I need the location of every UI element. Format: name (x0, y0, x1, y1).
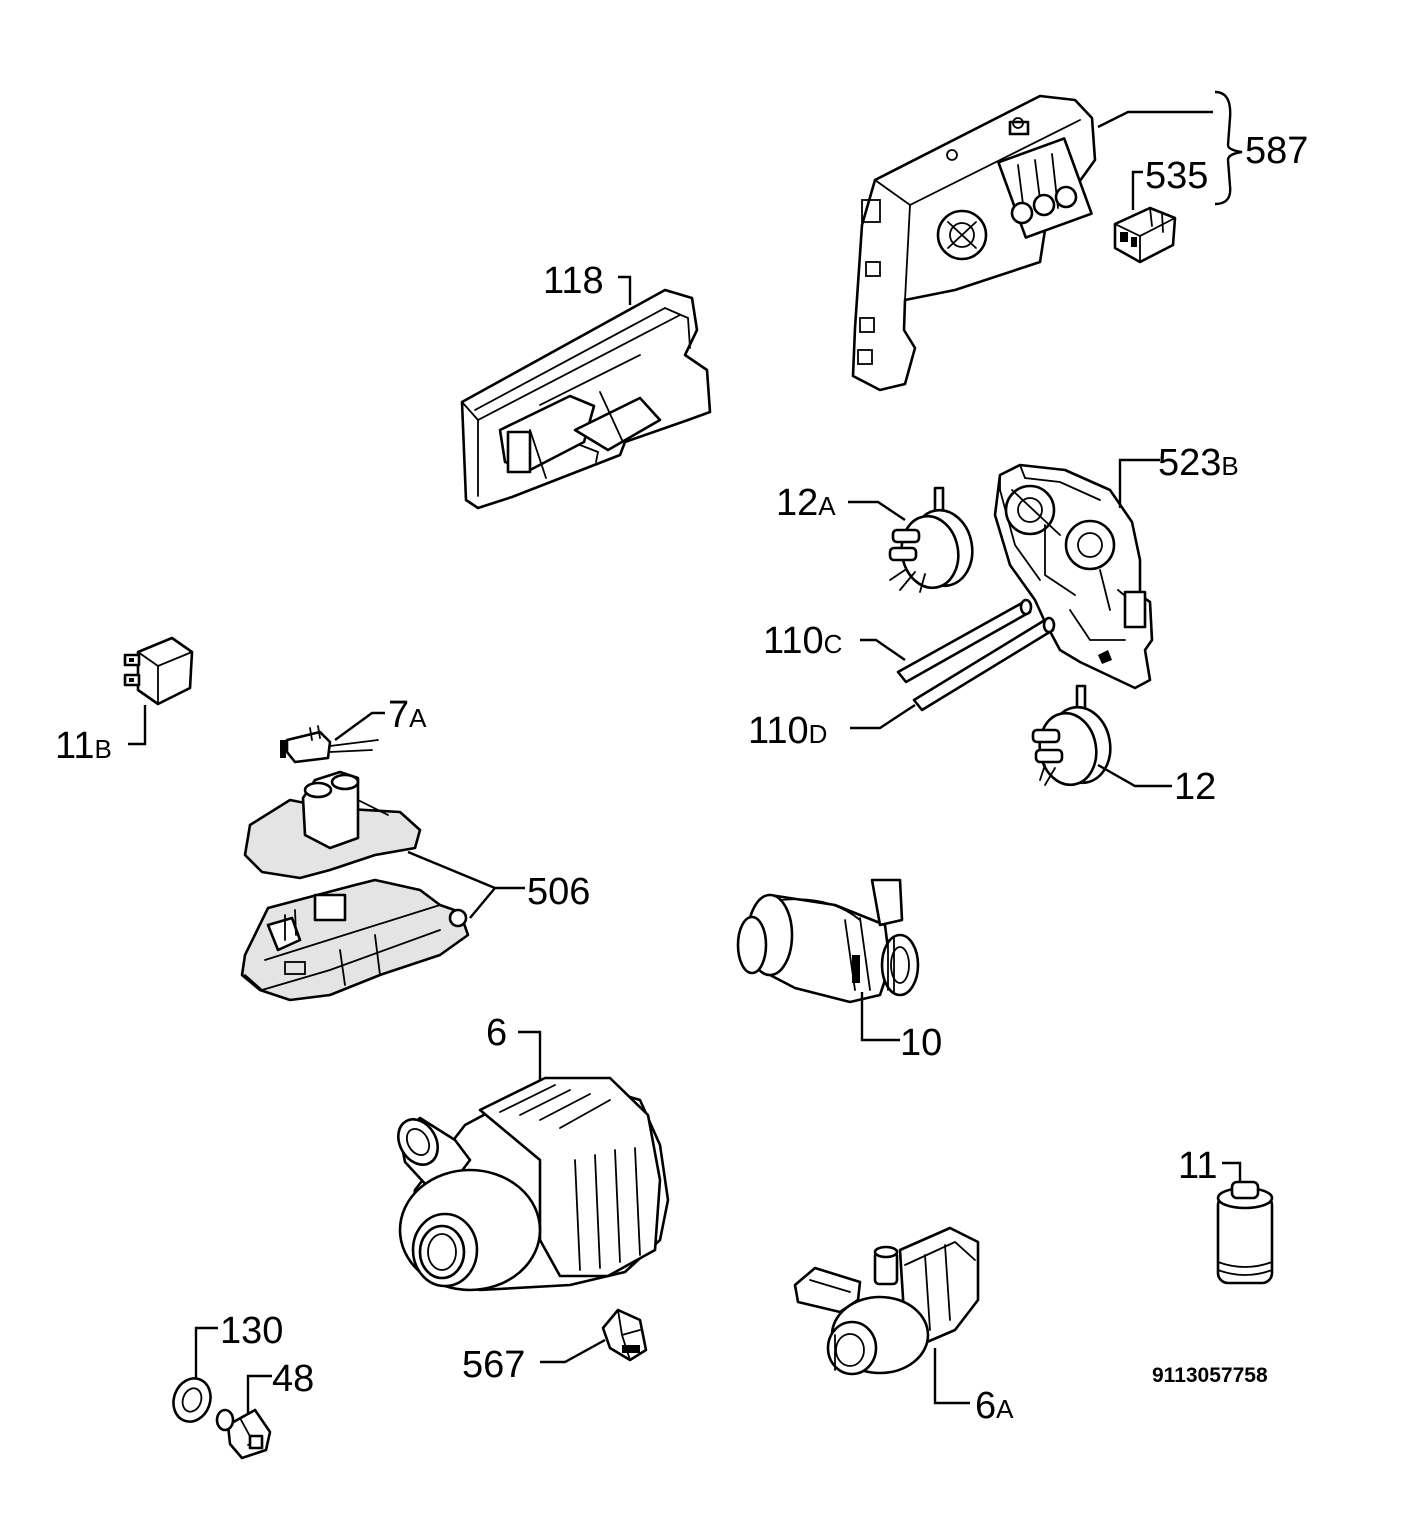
leader-587 (1097, 110, 1213, 129)
leader-12a (848, 500, 906, 521)
part-506-float-upper (243, 770, 422, 880)
part-12-pressure-switch (1031, 684, 1112, 787)
label-10: 10 (900, 1022, 942, 1064)
leader-11 (1222, 1161, 1242, 1182)
label-523b: 523B (1158, 442, 1239, 484)
label-535: 535 (1145, 155, 1208, 197)
part-6a-drain-pump (793, 1226, 980, 1376)
label-48: 48 (272, 1358, 314, 1400)
leader-48 (246, 1374, 272, 1415)
part-12a-pressure-switch (888, 486, 974, 593)
label-12: 12 (1174, 766, 1216, 808)
leader-110d (850, 703, 916, 730)
drawing-number: 9113057758 (1152, 1364, 1268, 1387)
label-11: 11 (1178, 1145, 1217, 1187)
part-10-heater (736, 878, 920, 1004)
leader-12 (1097, 763, 1172, 788)
label-12a: 12A (776, 482, 836, 524)
part-48-plug (215, 1408, 272, 1460)
part-587-control-module (851, 94, 1097, 392)
leader-506 (407, 850, 525, 919)
part-523b-distributor (993, 463, 1154, 690)
brace-587 (1214, 90, 1243, 206)
part-11b-relay (123, 636, 194, 706)
leader-523b (1118, 458, 1160, 508)
leader-7a (334, 711, 385, 741)
leader-118 (618, 275, 632, 305)
part-6-circulation-pump (397, 1076, 670, 1292)
label-110d: 110D (748, 710, 827, 752)
label-11b: 11B (55, 725, 112, 767)
label-7a: 7A (388, 694, 427, 736)
leader-10 (860, 992, 900, 1042)
label-587: 587 (1245, 130, 1308, 172)
part-567-clip (601, 1308, 648, 1362)
label-118: 118 (543, 260, 604, 302)
leader-11b (128, 705, 147, 746)
label-6a: 6A (975, 1385, 1014, 1427)
part-11-capacitor (1216, 1180, 1274, 1285)
part-506-float-lower (240, 878, 470, 1002)
leader-6a (933, 1348, 970, 1405)
part-110d-hose (912, 616, 1056, 712)
label-567: 567 (462, 1344, 525, 1386)
part-130-seal (172, 1377, 212, 1423)
label-506: 506 (527, 871, 590, 913)
part-535-connector (1113, 206, 1177, 264)
leader-567 (540, 1338, 606, 1364)
leader-6 (518, 1030, 542, 1080)
leader-110c (860, 638, 906, 661)
leader-130 (194, 1326, 218, 1378)
label-6: 6 (486, 1012, 507, 1054)
leader-535 (1131, 170, 1143, 210)
part-118-cover (460, 288, 712, 510)
label-130: 130 (220, 1310, 283, 1352)
part-7a-switch (280, 725, 379, 764)
label-110c: 110C (763, 620, 842, 662)
part-110c-hose (896, 598, 1033, 684)
